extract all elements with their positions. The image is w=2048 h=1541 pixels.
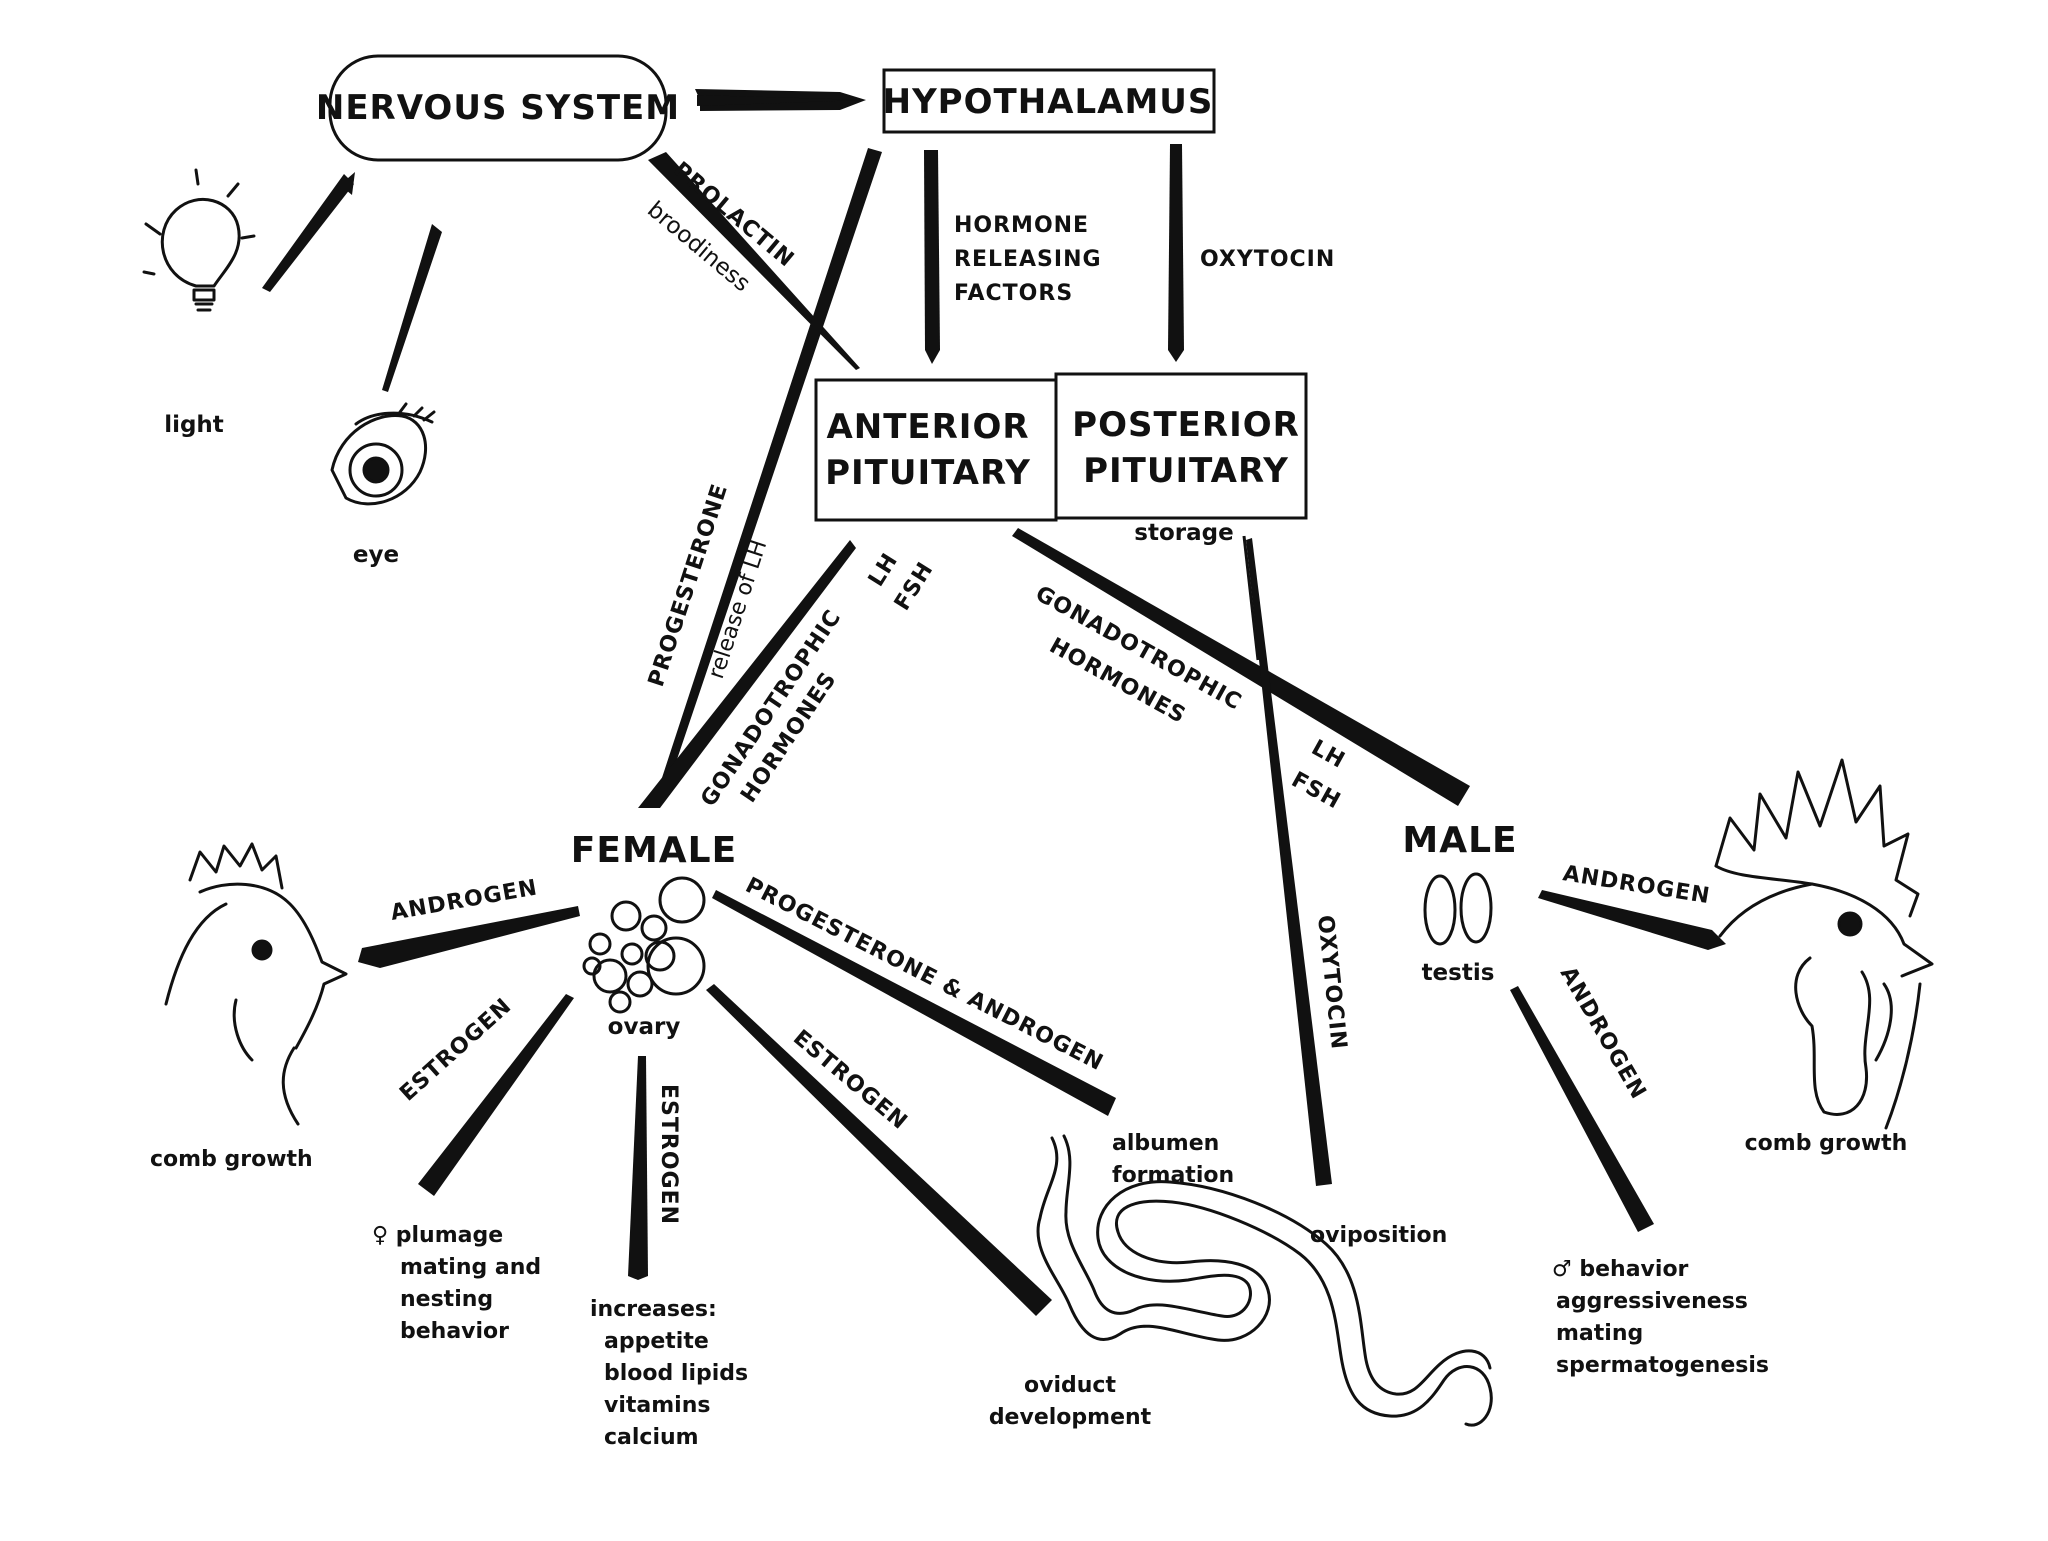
male-behavior-block: ♂ behavior aggressiveness mating spermat… [1552,1257,1769,1378]
hrf-label-2: RELEASING [954,247,1102,272]
testis-label: testis [1422,960,1495,986]
increases-line-1: increases: [590,1297,717,1322]
male-behavior-line-4: spermatogenesis [1556,1353,1769,1378]
arrow-gonadotrophic-female [638,540,856,808]
posterior-pituitary-box [1054,372,1308,520]
arrow-gonadotrophic-male [1012,528,1470,806]
arrow-oxytocin-oviposition [1246,538,1332,1186]
wedge-arrows [262,89,1726,1316]
arrow-oxytocin-top [1168,144,1184,362]
plumage-line-3: nesting [400,1287,493,1312]
ovary-icon [582,876,706,1014]
male-label: MALE [1402,820,1517,861]
arrow-androgen-female [358,906,580,968]
eye-label: eye [353,542,399,568]
light-label: light [164,412,224,438]
plumage-line-4: behavior [400,1319,509,1344]
arrow-light-to-nervous [262,174,354,292]
increases-line-2: appetite [604,1329,709,1354]
plumage-line-1: ♀ plumage [372,1223,503,1248]
prolactin-label: PROLACTIN [668,157,799,272]
arrow-nervous-to-hypothalamus-body [697,95,865,106]
arrow-releasing-factors [924,150,940,364]
ovary-label: ovary [608,1014,681,1040]
male-behavior-line-1: ♂ behavior [1552,1257,1689,1282]
arrow-eye-to-nervous [382,224,442,392]
increases-line-4: vitamins [604,1393,710,1418]
nervous-system-box [328,54,668,162]
posterior-label-2: PITUITARY [1083,451,1289,491]
fsh-right-label: FSH [1287,767,1345,814]
arrow-progesterone [658,148,882,792]
nervous-system-label: NERVOUS SYSTEM [316,88,680,128]
hypothalamus-box [882,68,1216,134]
storage-line [1242,535,1260,661]
arrow-estrogen-increases [628,1056,648,1280]
arrow-estrogen-plumage [418,994,574,1196]
oviduct-line-2: development [989,1405,1152,1430]
eye-icon [330,402,436,506]
oxytocin-top-label: OXYTOCIN [1200,247,1335,272]
plumage-block: ♀ plumage mating and nesting behavior [372,1223,541,1344]
posterior-label-1: POSTERIOR [1072,405,1300,445]
oviduct-icon [1036,1134,1493,1427]
anterior-label-2: PITUITARY [825,453,1031,493]
arrow-light-to-nervous-head [340,172,355,195]
increases-line-3: blood lipids [604,1361,748,1386]
plumage-line-2: mating and [400,1255,541,1280]
arrow-androgen-male [1538,890,1726,950]
arrow-estrogen-oviduct [706,984,1052,1316]
albumen-line-2: formation [1112,1163,1234,1188]
comb-growth-right: comb growth [1745,1131,1908,1156]
increases-line-5: calcium [604,1425,699,1450]
albumen-line-1: albumen [1112,1131,1219,1156]
increases-block: increases: appetite blood lipids vitamin… [590,1297,748,1450]
arrow-prog-androgen [712,890,1116,1116]
hypothalamus-label: HYPOTHALAMUS [883,82,1214,122]
male-behavior-line-2: aggressiveness [1556,1289,1748,1314]
male-behavior-line-3: mating [1556,1321,1643,1346]
comb-growth-left: comb growth [150,1147,313,1172]
lh-right-label: LH [1307,735,1349,774]
oviduct-line-1: oviduct [1024,1373,1116,1398]
arrow-prolactin [648,152,860,370]
estrogen-center-label: ESTROGEN [656,1084,681,1225]
anterior-pituitary-box [814,378,1058,522]
lh-left-label: LH [864,549,903,591]
oxytocin-right-label: OXYTOCIN [1312,914,1351,1051]
anterior-label-1: ANTERIOR [826,407,1029,447]
rooster-head-icon [1714,758,1934,1130]
hen-head-icon [164,842,348,1126]
testis-icon [1423,872,1493,946]
arrow-androgen-male-down [1510,986,1654,1232]
storage-label: storage [1134,520,1233,546]
hrf-label-1: HORMONE [954,213,1089,238]
hrf-label-3: FACTORS [954,281,1073,306]
oviposition-label: oviposition [1310,1223,1447,1248]
female-label: FEMALE [571,830,737,871]
light-bulb-icon [142,168,256,312]
